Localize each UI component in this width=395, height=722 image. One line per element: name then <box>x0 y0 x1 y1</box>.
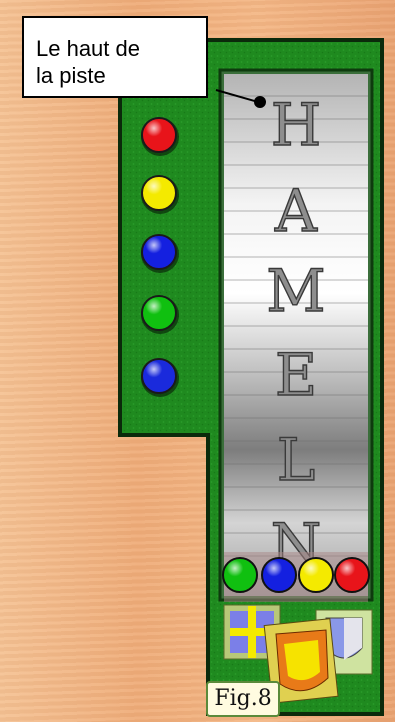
start-pawn[interactable] <box>299 558 333 592</box>
track-letter: E <box>275 341 317 409</box>
side-pawn[interactable] <box>141 176 179 214</box>
track-letter: A <box>274 177 318 245</box>
side-pawn[interactable] <box>141 296 179 334</box>
callout-box: Le haut de la piste <box>22 16 208 98</box>
track-letter: M <box>266 257 325 325</box>
start-pawn[interactable] <box>223 558 257 592</box>
track-letter: H <box>271 91 322 159</box>
side-pawn[interactable] <box>141 359 179 397</box>
callout-pointer-dot <box>254 96 266 108</box>
callout-line-2: la piste <box>36 62 206 89</box>
side-pawn[interactable] <box>141 235 179 273</box>
track-letter: L <box>277 426 316 494</box>
start-pawn[interactable] <box>335 558 369 592</box>
start-pawn[interactable] <box>262 558 296 592</box>
figure-label: Fig.8 <box>206 681 280 717</box>
callout-line-1: Le haut de <box>36 35 206 62</box>
side-pawn[interactable] <box>141 118 179 156</box>
